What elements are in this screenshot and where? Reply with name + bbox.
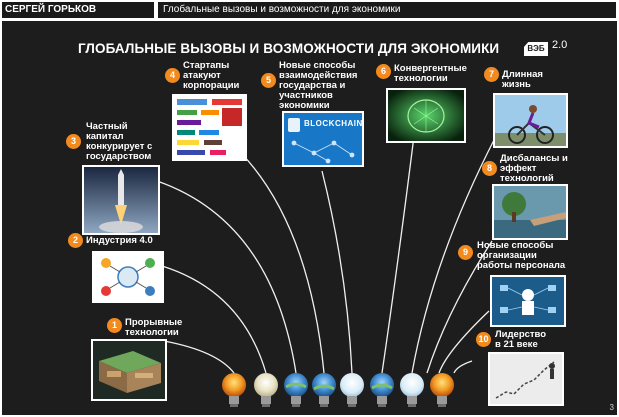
bulb-5 [340,373,364,407]
wire-7 [411,137,496,374]
item-8-image [492,184,568,240]
item-8-badge: 8 [482,161,497,176]
page-number: 3 [609,403,614,412]
bulb-row [222,373,454,407]
item-10-image [488,352,564,406]
item-2-badge: 2 [68,233,83,248]
item-3-image [82,165,160,235]
wires-and-bulbs [156,130,496,407]
wire-10 [453,360,473,374]
item-6-image [386,88,466,143]
bulb-8 [430,373,454,407]
item-1-image [91,339,167,401]
wire-8 [426,240,493,374]
bulb-1 [222,373,246,407]
item-4-label: Стартапы атакуют корпорации [183,60,240,91]
author-name: СЕРГЕЙ ГОРЬКОВ [2,2,154,18]
item-5-badge: 5 [261,73,276,88]
item-8-label: Дисбалансы и эффект технологий [500,153,568,184]
item-9-badge: 9 [458,245,473,260]
wire-3 [156,180,297,374]
blockchain-caption: BLOCKCHAIN [304,119,363,128]
item-10-label: Лидерство в 21 веке [495,329,547,350]
item-9-label: Новые способы организации работы персона… [477,240,566,271]
bulb-4 [312,373,336,407]
item-7-label: Длинная жизнь [502,69,543,90]
item-2-label: Индустрия 4.0 [86,235,153,246]
item-4-image [172,94,247,161]
item-6-badge: 6 [376,64,391,79]
bulb-7 [400,373,424,407]
item-1-badge: 1 [107,318,122,333]
item-9-image [490,275,566,327]
slide-title: ГЛОБАЛЬНЫЕ ВЫЗОВЫ И ВОЗМОЖНОСТИ ДЛЯ ЭКОН… [78,41,500,56]
wire-1 [163,340,235,374]
wire-9 [438,310,490,374]
article-topic: Глобальные вызовы и возможности для экон… [158,2,616,18]
wire-5 [321,170,353,374]
item-3-badge: 3 [66,134,81,149]
infographic-board: ГЛОБАЛЬНЫЕ ВЫЗОВЫ И ВОЗМОЖНОСТИ ДЛЯ ЭКОН… [2,21,617,415]
item-10-badge: 10 [476,332,491,347]
item-4-badge: 4 [165,68,180,83]
veb-logo-version: 2.0 [552,39,568,51]
wire-6 [381,135,415,374]
wire-4 [216,130,325,374]
item-7-badge: 7 [484,67,499,82]
item-5-image: BLOCKCHAIN [282,111,364,167]
item-1-label: Прорывные технологии [125,317,183,338]
item-5-label: Новые способы взаимодействия государства… [279,60,358,111]
header-strip: СЕРГЕЙ ГОРЬКОВ Глобальные вызовы и возмо… [0,0,619,20]
item-3-label: Частный капитал конкурирует с государств… [86,121,153,162]
bulb-2 [254,373,278,407]
wire-2 [161,265,267,374]
item-6-label: Конвергентные технологии [394,63,467,84]
bulb-3 [284,373,308,407]
item-2-image [92,251,164,303]
bulb-6 [370,373,394,407]
item-7-image [493,93,568,148]
veb-logo: ВЭБ [524,42,548,56]
